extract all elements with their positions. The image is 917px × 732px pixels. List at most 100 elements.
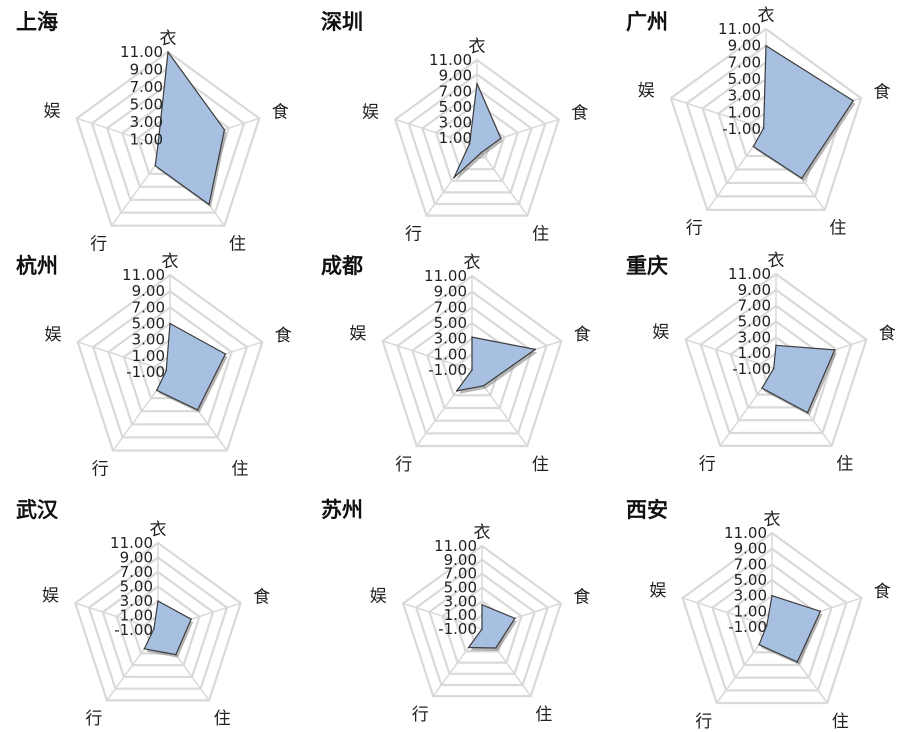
chart-title: 深圳: [321, 10, 363, 34]
tick-label: 3.00: [734, 587, 767, 605]
category-label: 衣: [469, 37, 486, 57]
grid-ring: [101, 570, 215, 678]
axis-spoke: [382, 340, 473, 371]
axis-spoke: [77, 341, 171, 373]
grid-ring: [90, 66, 246, 214]
data-point: [153, 627, 155, 630]
category-label: 娱: [649, 581, 666, 601]
data-point: [476, 82, 478, 85]
chart-title: 武汉: [16, 498, 58, 522]
category-label: 衣: [474, 523, 491, 543]
chart-title: 重庆: [626, 254, 668, 278]
data-point: [169, 322, 171, 325]
category-label: 娱: [652, 323, 669, 343]
grid-ring: [714, 304, 838, 422]
tick-label: -1.00: [732, 360, 771, 378]
tick-label: 1.00: [434, 345, 467, 363]
data-point: [154, 164, 156, 167]
grid-ring: [75, 50, 261, 227]
tick-label: 3.00: [130, 113, 163, 131]
grid-ring: [381, 274, 563, 448]
series-area: [154, 51, 225, 206]
data-point: [480, 151, 483, 154]
axis-spoke: [75, 602, 159, 631]
grid-ring: [401, 544, 563, 698]
category-label: 行: [686, 219, 703, 239]
category-label: 衣: [150, 520, 167, 540]
tick-label: -1.00: [438, 620, 477, 638]
tick-label: 3.00: [120, 592, 153, 610]
category-label: 娱: [44, 101, 61, 121]
grid-ring: [91, 289, 249, 439]
tick-label: 9.00: [439, 67, 472, 85]
category-label: 娱: [42, 586, 59, 606]
tick-label: 1.00: [734, 602, 767, 620]
grid-ring: [448, 115, 506, 171]
data-point: [766, 624, 768, 627]
category-label: 行: [695, 712, 712, 732]
grid-ring: [115, 585, 201, 667]
category-label: 住: [532, 224, 549, 244]
tick-label: -1.00: [722, 120, 761, 138]
axis-spoke: [685, 338, 777, 370]
axis-spoke: [682, 597, 773, 628]
tick-label: 5.00: [120, 578, 153, 596]
series-area: [456, 336, 536, 392]
tick-label: 11.00: [120, 43, 163, 61]
category-label: 住: [829, 219, 846, 239]
grid-ring: [684, 272, 868, 447]
data-point: [775, 344, 777, 347]
grid-ring: [76, 273, 264, 452]
tick-label: 5.00: [439, 98, 472, 116]
tick-label: 7.00: [130, 78, 163, 96]
tick-label: 3.00: [434, 330, 467, 348]
category-label: 行: [699, 455, 716, 475]
category-label: 食: [253, 587, 270, 607]
data-point: [157, 144, 159, 146]
category-label: 食: [275, 326, 292, 346]
data-point: [806, 411, 809, 414]
tick-label: 7.00: [734, 555, 767, 573]
data-point: [758, 643, 760, 646]
data-point: [453, 176, 455, 179]
grid-ring: [411, 305, 533, 422]
tick-label: 1.00: [444, 606, 477, 624]
tick-label: 11.00: [424, 267, 467, 285]
tick-label: 1.00: [439, 129, 472, 147]
data-point: [165, 370, 167, 372]
grid-ring: [105, 82, 231, 201]
category-label: 行: [405, 224, 422, 244]
tick-label: 7.00: [728, 53, 761, 71]
data-point: [468, 142, 471, 145]
tick-label: -1.00: [114, 621, 153, 639]
category-label: 行: [90, 235, 107, 255]
grid-ring: [711, 562, 833, 679]
series-area: [752, 45, 854, 179]
data-point: [500, 137, 502, 140]
grid-ring: [434, 101, 520, 182]
data-point: [481, 628, 483, 630]
grid-ring: [699, 288, 853, 435]
category-label: 食: [874, 582, 891, 602]
data-point: [224, 353, 227, 355]
chart-title: 上海: [16, 10, 58, 34]
axis-spoke: [670, 97, 767, 130]
category-label: 行: [395, 455, 412, 475]
category-label: 食: [874, 82, 891, 102]
tick-label: 11.00: [728, 265, 771, 283]
data-point: [471, 336, 473, 338]
data-point: [761, 387, 763, 389]
tick-label: 9.00: [120, 549, 153, 567]
category-label: 衣: [160, 29, 177, 49]
tick-label: 1.00: [738, 344, 771, 362]
